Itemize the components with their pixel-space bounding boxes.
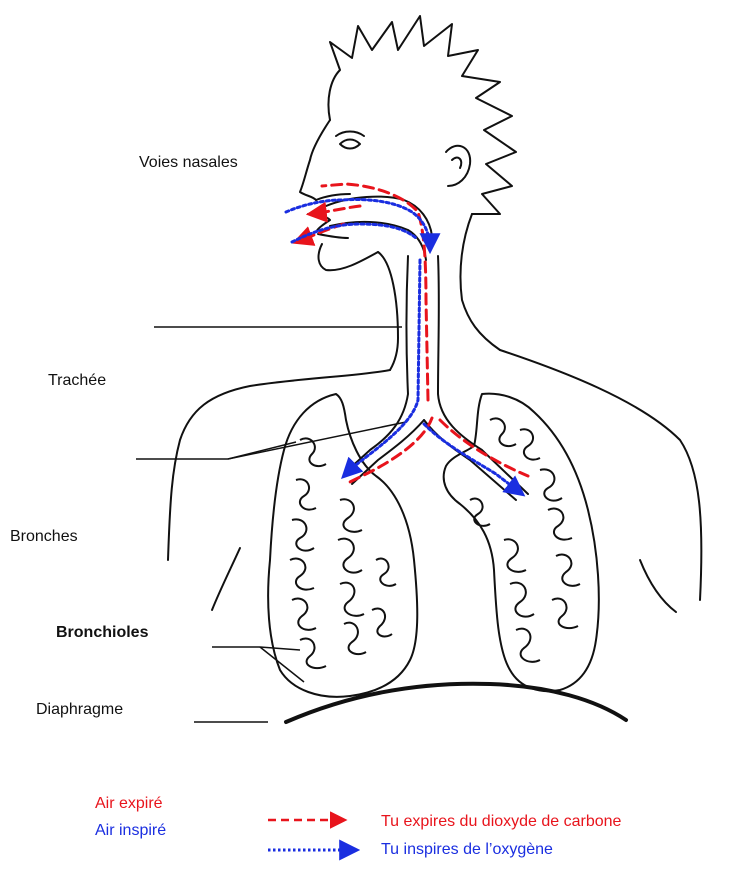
label-bronches: Bronches [10, 528, 78, 545]
label-diaphragme: Diaphragme [36, 701, 124, 718]
label-trachee: Trachée [48, 372, 107, 389]
legend-inspire-text: Tu inspires de l’oxygène [381, 841, 553, 858]
label-pointer-lines [136, 326, 407, 723]
diaphragm-line [284, 681, 628, 724]
head-outline [299, 15, 517, 371]
torso-outline [167, 349, 703, 613]
inspired-air-path [284, 198, 526, 497]
label-bronchioles: Bronchioles [56, 624, 149, 641]
legend-expire-text: Tu expires du dioxyde de carbone [381, 813, 622, 830]
left-lung [267, 393, 419, 698]
legend-air-expire: Air expiré [95, 795, 163, 812]
legend-air-inspire: Air inspiré [95, 822, 167, 839]
legend-arrows [268, 811, 361, 861]
right-lung [442, 392, 600, 693]
label-voies-nasales: Voies nasales [139, 154, 238, 171]
